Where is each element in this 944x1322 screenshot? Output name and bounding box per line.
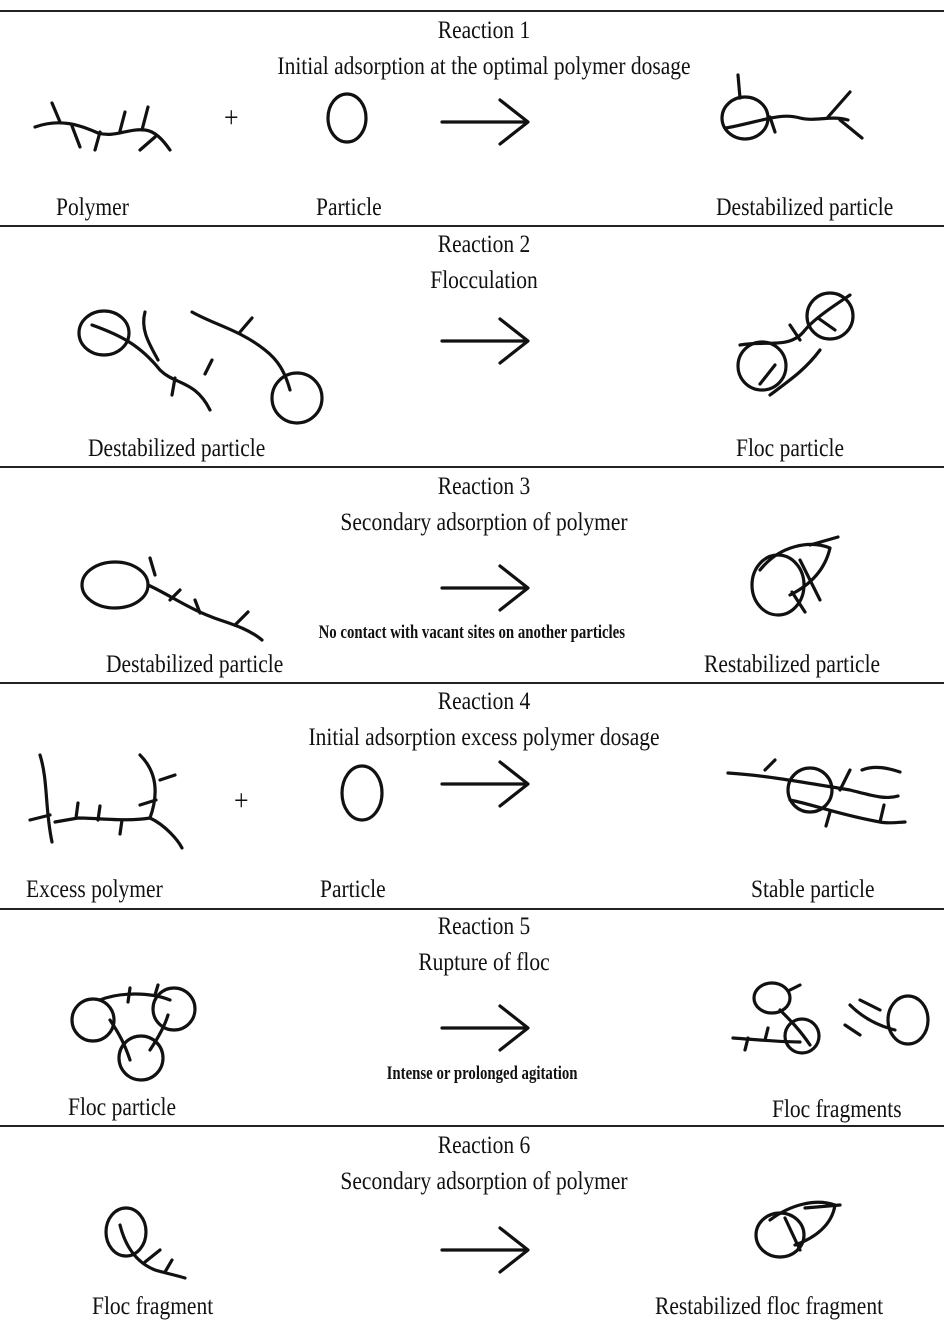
reaction-arrow	[442, 319, 528, 363]
destabilized-particle-sketch	[722, 75, 862, 139]
reaction-arrow	[442, 1228, 528, 1272]
reaction-arrow	[442, 762, 528, 806]
floc-particle-sketch	[72, 985, 195, 1080]
particle-circle	[328, 94, 366, 142]
reaction-arrow	[442, 566, 528, 610]
floc-fragment-sketch	[106, 1208, 185, 1278]
floc-particle-sketch	[738, 293, 853, 395]
restabilized-particle-sketch	[752, 537, 838, 615]
reaction-arrow	[442, 100, 528, 144]
polymer-chain-sketch	[35, 103, 170, 150]
reaction-arrow	[442, 1006, 528, 1050]
destabilized-particles-pair-sketch	[79, 311, 322, 423]
floc-fragments-sketch	[733, 983, 928, 1053]
particle-circle	[342, 766, 382, 820]
restabilized-floc-fragment-sketch	[756, 1202, 840, 1257]
excess-polymer-sketch	[30, 755, 182, 848]
destabilized-particle-sketch	[82, 558, 262, 640]
stable-particle-sketch	[728, 760, 905, 826]
